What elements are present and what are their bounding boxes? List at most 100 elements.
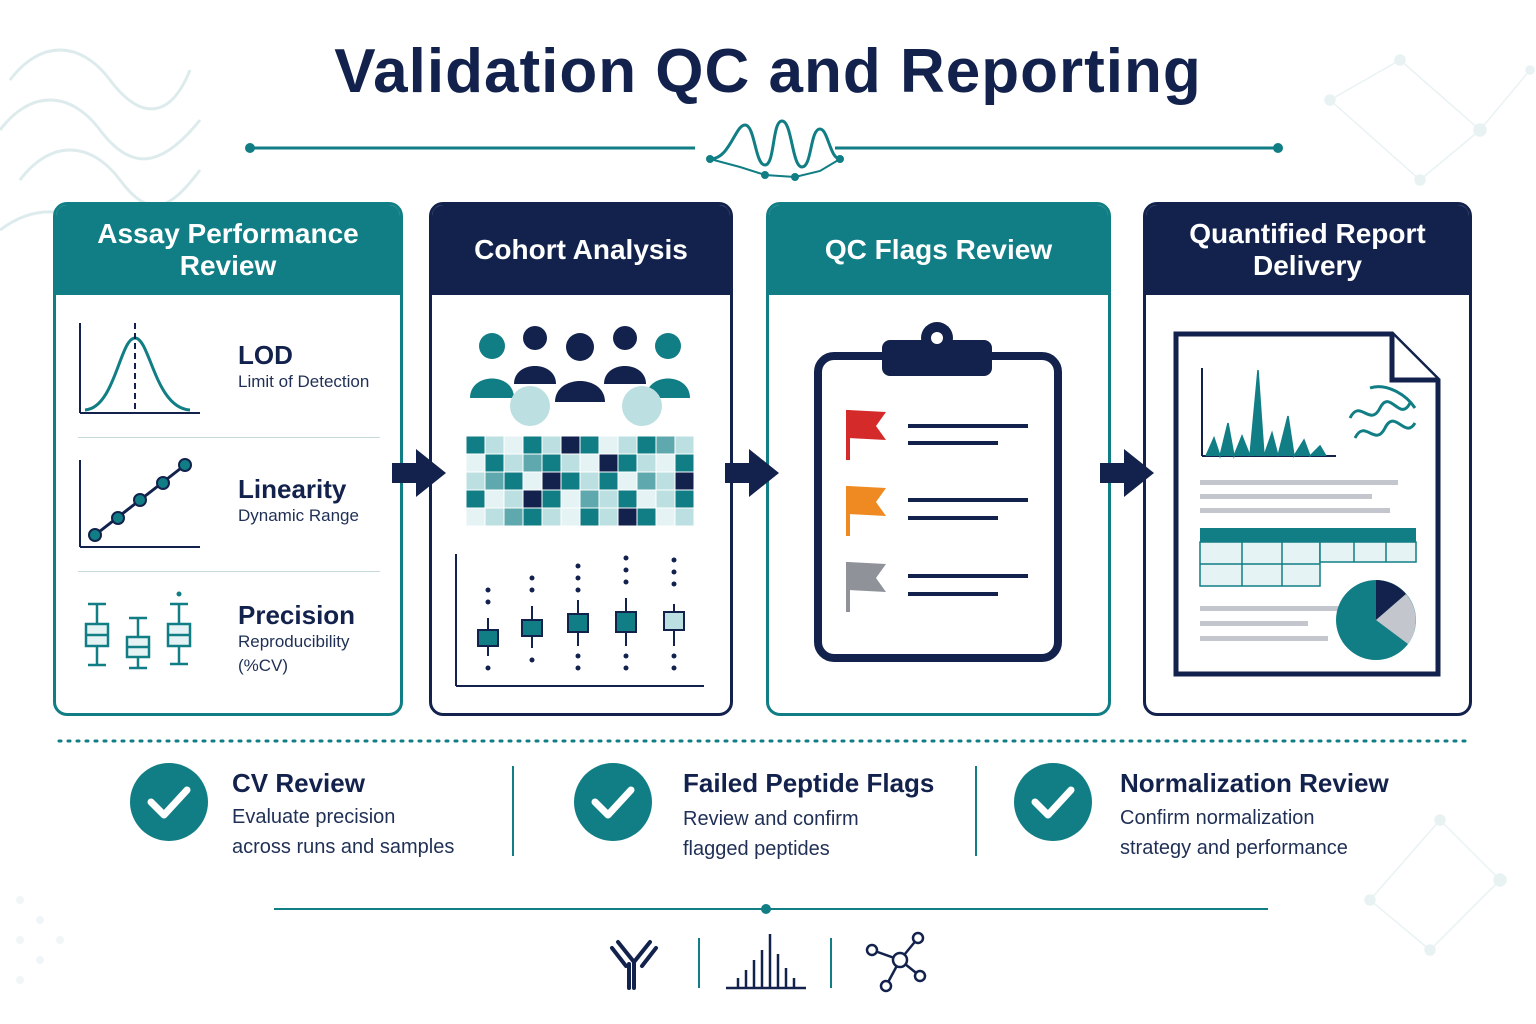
heatmap-cell — [522, 436, 543, 455]
heatmap-cell — [579, 489, 600, 509]
metric-divider — [78, 437, 380, 438]
peak-wave-icon — [709, 119, 841, 169]
check-circle-icon — [1014, 763, 1092, 841]
heatmap-cell — [598, 471, 619, 491]
qc-flag-list — [846, 410, 1028, 612]
footer-icon-row — [610, 931, 927, 993]
heatmap-cell — [655, 489, 676, 509]
heatmap-cell — [636, 471, 657, 491]
heatmap-cell — [617, 471, 638, 491]
network-icon — [865, 931, 927, 993]
protein-structure-icon — [1348, 385, 1417, 439]
heatmap-cell — [522, 471, 543, 491]
heatmap-cell — [617, 507, 638, 527]
heatmap-cell — [674, 507, 695, 527]
clipboard-icon — [814, 322, 1062, 662]
heatmap-cell — [560, 436, 581, 455]
flow-arrow-icon — [1100, 449, 1154, 497]
heatmap-cell — [579, 436, 600, 455]
check-desc-line: strategy and performance — [1120, 837, 1348, 859]
heatmap-cell — [503, 489, 524, 509]
heatmap-cell — [674, 489, 695, 509]
linear-fit-icon — [79, 458, 200, 548]
heatmap-cell — [579, 471, 600, 491]
heatmap-cell — [466, 489, 486, 509]
heatmap-cell — [579, 507, 600, 527]
heatmap-cell — [484, 507, 505, 527]
metric-label: Precision — [238, 600, 356, 630]
heatmap-cell — [674, 436, 695, 455]
heatmap-cell — [655, 453, 676, 473]
heatmap-cell — [484, 489, 505, 509]
metric-label: LOD — [238, 340, 293, 370]
report-table-thumb — [1199, 528, 1417, 587]
metric-desc: Limit of Detection — [238, 372, 370, 391]
heatmap-cell — [636, 507, 657, 527]
heatmap-cell — [541, 453, 562, 473]
heatmap-cell — [560, 471, 581, 491]
metric-label: Linearity — [238, 474, 347, 504]
pie-chart-thumb — [1336, 580, 1416, 660]
flow-arrow-icon — [392, 449, 446, 497]
page-title: Validation QC and Reporting — [334, 37, 1202, 106]
heatmap-cell — [655, 436, 676, 455]
title-ornament — [245, 119, 1283, 181]
heatmap-cell — [466, 471, 486, 491]
cohort-box-plots — [455, 554, 704, 687]
heatmap-cell — [466, 453, 486, 473]
check-circle-icon — [130, 763, 208, 841]
heatmap-cell — [560, 453, 581, 473]
heatmap-cell — [636, 436, 657, 455]
spectrum-icon — [726, 934, 806, 990]
check-title: CV Review — [232, 768, 365, 798]
heatmap-cell — [484, 471, 505, 491]
heatmap-cell — [484, 436, 505, 455]
vertical-divider — [512, 766, 514, 856]
patient-cohort-icon — [470, 326, 690, 426]
check-desc-line: Evaluate precision — [232, 806, 396, 828]
heatmap-cell — [522, 489, 543, 509]
heatmap-cell — [503, 453, 524, 473]
metric-desc: Reproducibility (%CV) — [238, 632, 350, 675]
heatmap-cell — [598, 489, 619, 509]
heatmap-cell — [541, 489, 562, 509]
heatmap-cell — [598, 453, 619, 473]
heatmap-cell — [674, 453, 695, 473]
heatmap-grid — [466, 436, 695, 527]
heatmap-cell — [617, 436, 638, 455]
box-plot-icon — [84, 591, 192, 670]
metric-divider — [78, 571, 380, 572]
stage-card-assay-performance: Assay Performance Review — [53, 202, 403, 716]
heatmap-cell — [636, 489, 657, 509]
heatmap-cell — [503, 507, 524, 527]
stage-card-title: QC Flags Review — [769, 205, 1108, 295]
check-desc-line: Confirm normalization — [1120, 807, 1315, 829]
check-desc-line: across runs and samples — [232, 836, 455, 858]
heatmap-cell — [541, 471, 562, 491]
heatmap-cell — [617, 453, 638, 473]
heatmap-cell — [503, 436, 524, 455]
metric-desc: Dynamic Range — [238, 506, 359, 525]
heatmap-cell — [560, 489, 581, 509]
gaussian-curve-icon — [79, 323, 200, 414]
dotted-separator — [57, 739, 1471, 743]
heatmap-cell — [541, 507, 562, 527]
heatmap-cell — [598, 436, 619, 455]
flow-arrow-icon — [725, 449, 779, 497]
check-desc-line: Review and confirm — [683, 808, 859, 830]
stage-card-title: Quantified Report Delivery — [1146, 205, 1469, 295]
report-document-icon — [1173, 331, 1441, 677]
network-decoration-right — [1324, 54, 1535, 956]
antibody-icon — [610, 940, 658, 990]
footer-rule — [274, 904, 1268, 914]
stage-card-title: Cohort Analysis — [432, 205, 730, 295]
stage-card-title: Assay Performance Review — [56, 205, 400, 295]
heatmap-cell — [655, 471, 676, 491]
heatmap-cell — [522, 453, 543, 473]
heatmap-cell — [466, 436, 486, 455]
heatmap-cell — [655, 507, 676, 527]
heatmap-cell — [484, 453, 505, 473]
dots-decoration-left — [16, 896, 64, 984]
vertical-divider — [975, 766, 977, 856]
